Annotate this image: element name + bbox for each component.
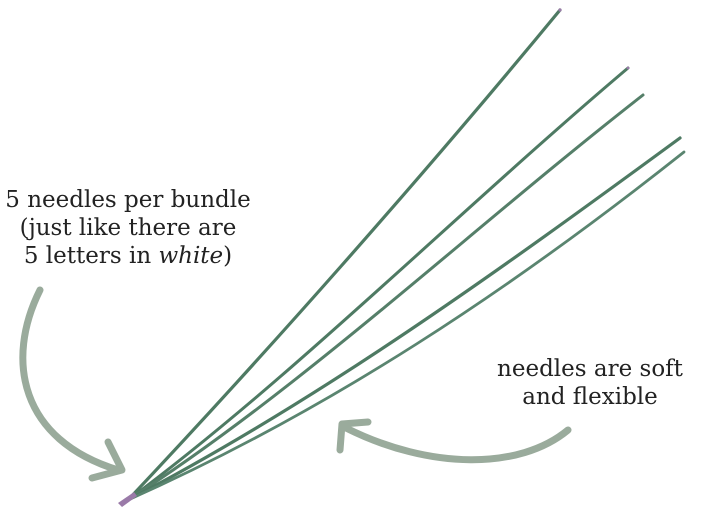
annotation-text: 5 letters in xyxy=(23,243,159,269)
annotation-line: needles are soft xyxy=(497,356,683,382)
annotation-line: 5 needles per bundle xyxy=(5,187,251,213)
needle-bundle xyxy=(126,8,686,502)
flexibility-annotation: needles are soft and flexible xyxy=(470,355,710,411)
curved-arrow-icon xyxy=(336,418,572,464)
needle-3 xyxy=(126,93,645,502)
bundle-count-annotation: 5 needles per bundle (just like there ar… xyxy=(0,186,298,270)
needle-sheath xyxy=(118,492,137,507)
annotation-emphasis: white xyxy=(158,243,224,269)
needle-tips xyxy=(558,8,630,70)
annotation-line: (just like there are xyxy=(19,215,237,241)
needle-5 xyxy=(126,150,686,502)
curved-arrow-icon xyxy=(19,286,126,482)
needle-4 xyxy=(126,136,682,502)
annotation-line: and flexible xyxy=(522,384,658,410)
needle-1 xyxy=(126,8,562,502)
needle-2 xyxy=(126,66,630,502)
annotation-text: ) xyxy=(223,243,233,269)
annotation-line: 5 letters in white) xyxy=(0,242,298,270)
